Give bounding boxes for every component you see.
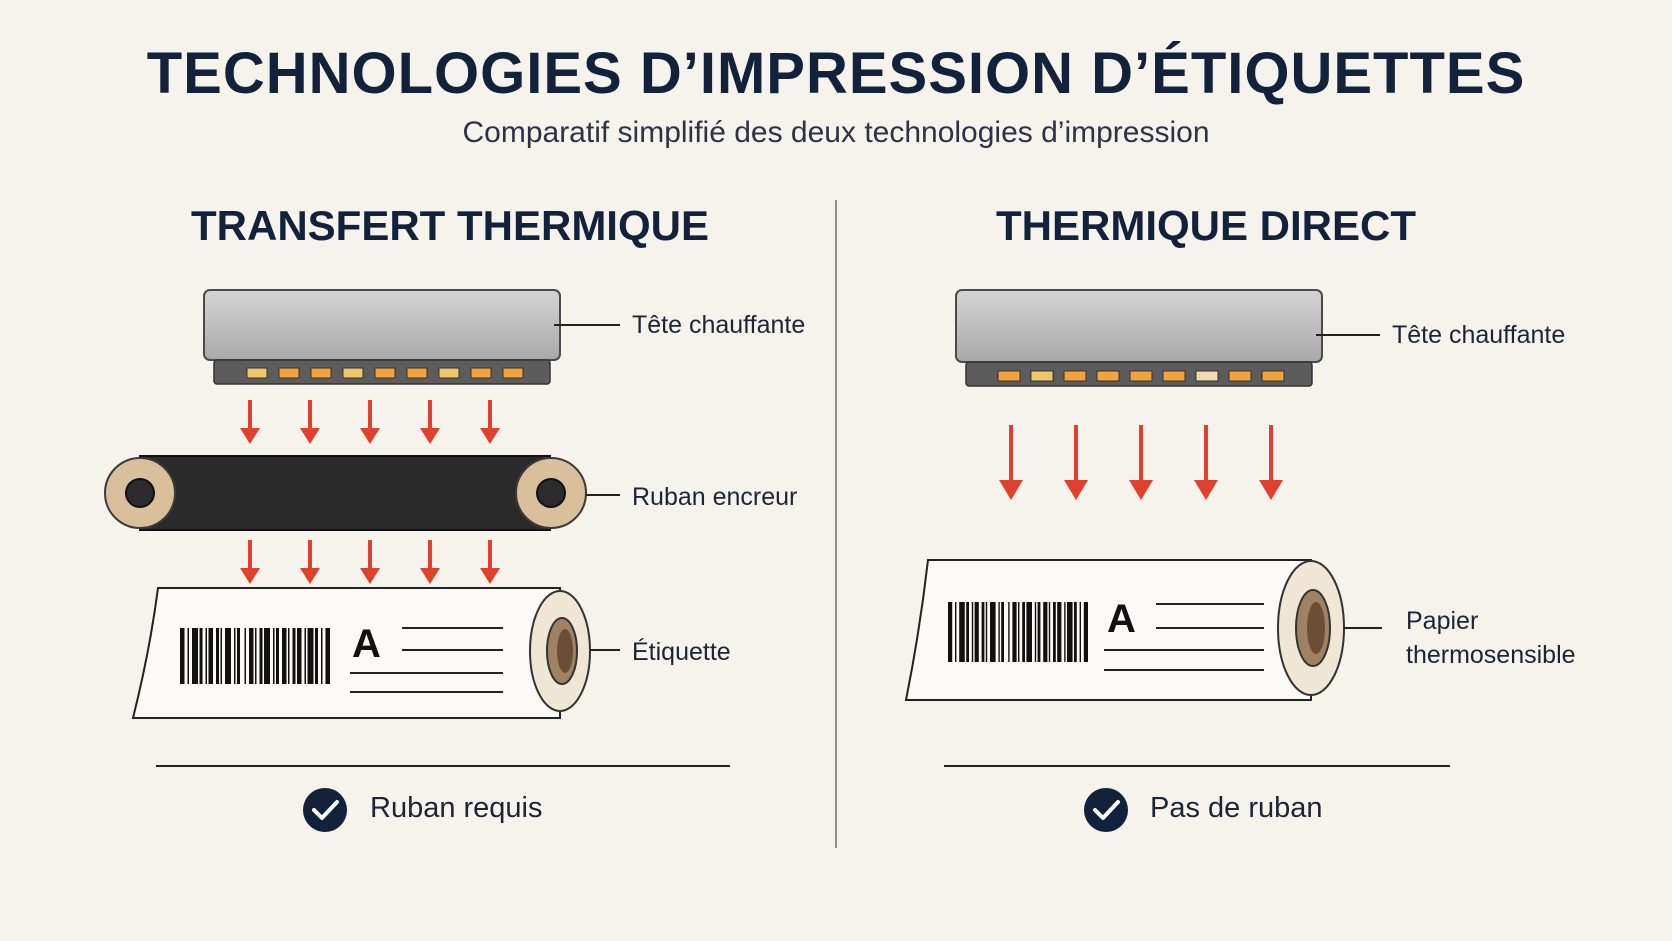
barcode-bar (208, 628, 213, 684)
barcode-bar (1053, 602, 1056, 662)
left-check-icon (303, 788, 347, 832)
barcode-bar (1048, 602, 1051, 662)
barcode-bar (998, 602, 1000, 662)
barcode-bar (216, 628, 219, 684)
barcode-bar (192, 628, 198, 684)
barcode-bar (1001, 602, 1004, 662)
barcode-bar (315, 628, 318, 684)
barcode-bar (948, 602, 953, 662)
barcode-bar (1057, 602, 1062, 662)
barcode-bar (199, 628, 203, 684)
right-label-text-lines (1104, 603, 1264, 671)
right-barcode (948, 602, 1088, 662)
right-heat-arrows (999, 425, 1283, 500)
barcode-bar (1037, 602, 1041, 662)
left-barcode (180, 628, 330, 684)
barcode-bar (1022, 602, 1025, 662)
left-column-title: TRANSFERT THERMIQUE (191, 202, 709, 249)
barcode-bar (325, 628, 330, 684)
barcode-bar (234, 628, 236, 684)
barcode-bar (292, 628, 296, 684)
left-heat-arrows-top (240, 400, 500, 444)
right-footer-text: Pas de ruban (1150, 792, 1323, 824)
barcode-bar (1083, 602, 1088, 662)
barcode-bar (1067, 602, 1073, 662)
left-ink-ribbon (104, 455, 620, 531)
right-thermal-paper-roll (904, 559, 1382, 701)
right-print-head (955, 289, 1380, 387)
barcode-bar (974, 602, 979, 662)
barcode-bar (955, 602, 957, 662)
barcode-bar (1018, 602, 1020, 662)
barcode-bar (966, 602, 969, 662)
left-label-ribbon: Ruban encreur (632, 483, 798, 511)
page-title: TECHNOLOGIES D’IMPRESSION D’ÉTIQUETTES (146, 41, 1526, 106)
barcode-bar (1043, 602, 1048, 662)
barcode-bar (304, 628, 306, 684)
barcode-bar (297, 628, 302, 684)
barcode-bar (985, 602, 988, 662)
barcode-bar (990, 602, 996, 662)
barcode-bar (237, 628, 240, 684)
barcode-bar (1074, 602, 1077, 662)
barcode-bar (981, 602, 985, 662)
barcode-bar (205, 628, 207, 684)
barcode-bar (307, 628, 314, 684)
left-label-letter: A (352, 622, 381, 666)
barcode-bar (959, 602, 965, 662)
left-diagram: A (104, 289, 730, 832)
barcode-bar (244, 628, 246, 684)
barcode-bar (321, 628, 323, 684)
barcode-bar (282, 628, 287, 684)
barcode-bar (259, 628, 263, 684)
right-label-paper-line1: Papier (1406, 607, 1479, 635)
right-label-paper-line2: thermosensible (1406, 641, 1576, 669)
barcode-bar (180, 628, 185, 684)
barcode-bar (264, 628, 270, 684)
barcode-bar (249, 628, 254, 684)
barcode-bar (1034, 602, 1037, 662)
barcode-bar (225, 628, 231, 684)
left-print-head (203, 289, 620, 385)
barcode-bar (273, 628, 275, 684)
left-heater-elements (246, 367, 524, 379)
barcode-bar (220, 628, 222, 684)
right-heater-elements (997, 370, 1285, 382)
left-heat-arrows-bottom (240, 540, 500, 584)
right-label-letter: A (1107, 597, 1136, 641)
right-diagram: A (904, 289, 1450, 832)
right-label-head: Tête chauffante (1392, 321, 1566, 349)
barcode-bar (1026, 602, 1032, 662)
left-label-label: Étiquette (632, 638, 731, 666)
barcode-bar (971, 602, 974, 662)
barcode-bar (1012, 602, 1017, 662)
left-label-text-lines (350, 627, 503, 693)
right-check-icon (1084, 788, 1128, 832)
barcode-bar (1079, 602, 1081, 662)
barcode-bar (187, 628, 189, 684)
barcode-bar (255, 628, 257, 684)
barcode-bar (1064, 602, 1066, 662)
left-footer-text: Ruban requis (370, 792, 543, 824)
left-label-head: Tête chauffante (632, 311, 806, 339)
barcode-bar (1008, 602, 1010, 662)
page-subtitle: Comparatif simplifié des deux technologi… (462, 116, 1210, 149)
barcode-bar (288, 628, 290, 684)
right-column-title: THERMIQUE DIRECT (996, 202, 1416, 249)
right-label-paper: Papier thermosensible (1406, 604, 1576, 672)
left-label-roll (131, 587, 620, 719)
barcode-bar (276, 628, 279, 684)
